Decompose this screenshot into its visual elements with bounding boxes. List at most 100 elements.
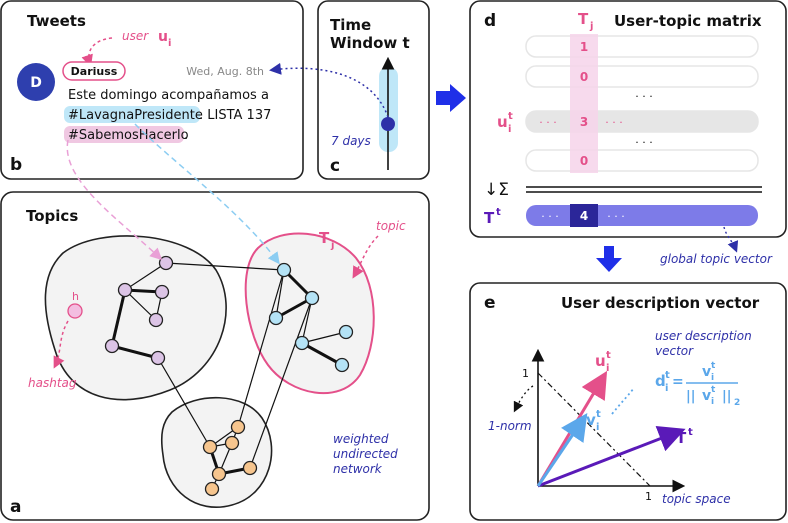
x-tick-1: 1 [645,490,652,503]
node [202,439,218,455]
hashtag2-link-arrow [66,139,163,261]
panel-letter-d: d [484,11,496,31]
row-dots: · · · [607,210,624,223]
network-nodes [67,255,354,497]
panel-user-topic-matrix: d User-topic matrix T j 1 0 3 0 · · · · … [469,0,787,238]
global-topic-cell [570,204,598,227]
hashtag-highlight-1 [64,106,200,123]
time-title-1: Time [330,16,371,34]
node [304,290,320,306]
tweet-hashtag-2: #SabemosHacerlo [68,128,189,143]
matrix-cell: 0 [580,154,588,168]
highlighted-user-row [525,110,759,133]
unit-simplex-line [537,372,651,487]
user-symbol-sub: i [168,38,171,49]
topic-symbol: T [319,229,330,247]
hashtag1-link-arrow [134,123,280,265]
desc-label-1: user description [655,329,752,343]
node [294,335,310,351]
network-label-3: network [333,462,383,476]
vector-u-sup: t [606,350,611,361]
vector-title: User description vector [561,294,760,312]
tweet-date: Wed, Aug. 8th [186,65,264,78]
matrix-cell: 0 [580,70,588,84]
tweet-hashtag-1: #LavagnaPresidente [68,108,203,123]
username: Dariuss [71,65,118,78]
arrow-to-vector [596,246,622,272]
vector-T [537,425,686,488]
tweet-line-1: Este domingo acompañamos a [68,88,269,103]
hashtag-node [67,303,83,319]
description-formula: d t i = v t i || v t i || 2 [655,361,740,408]
username-badge [62,61,126,81]
norm-label: 1-norm [488,419,532,433]
global-topic-row [526,205,758,226]
node [150,350,166,366]
panel-letter-b: b [10,155,22,175]
vector-v-label: v [586,411,596,429]
avatar [17,63,55,101]
arrow-to-matrix [436,84,466,112]
desc-label-2: vector [655,344,694,358]
node [148,312,164,328]
row-dots: · · · [635,90,652,103]
panel-tweets: Tweets b user u i D Dariuss Wed, Aug. 8t… [0,0,304,180]
formula-norm-open: || [686,389,696,404]
sum-symbol: ↓Σ [484,180,509,200]
panel-letter-e: e [484,293,496,313]
hashtag-node-label: h [72,290,79,303]
avatar-letter: D [30,75,42,91]
formula-norm-close: || [722,389,732,404]
node [268,310,284,326]
formula-d-sub: i [665,383,668,394]
y-tick-1: 1 [522,367,529,380]
formula-d-sup: t [665,370,670,381]
row-dots: · · · [605,116,622,129]
vector-v-sup: t [596,409,601,420]
window-label: 7 days [331,134,371,148]
user-symbol: u [158,29,168,45]
total-symbol-sup: t [496,207,501,218]
node [104,338,120,354]
topics-title: Topics [26,207,78,225]
row-dots: · · · [539,116,556,129]
topic-symbol-sub: j [330,240,334,251]
network-label-1: weighted [333,432,389,446]
column-symbol: T [578,10,589,28]
formula-den-sub: i [711,397,714,407]
vector-u-sub: i [606,363,609,374]
panel-topics: Topics a [0,191,430,521]
formula-den-sup: t [711,385,716,395]
node [211,466,227,482]
formula-equals: = [672,374,684,390]
node [204,481,220,497]
node [242,460,258,476]
matrix-cell: 3 [580,115,588,129]
row-symbol-sup: t [508,111,513,122]
vector-v-sub: i [596,422,599,433]
formula-d: d [655,372,666,390]
time-title-2: Window t [330,34,410,52]
node [154,284,170,300]
tweet-end: . [184,128,188,143]
panel-letter-a: a [10,497,21,517]
panel-user-description-vector: e User description vector 1 1 topic spac… [469,282,787,521]
hashtag-highlight-2 [64,126,184,143]
network-label-2: undirected [333,447,398,461]
vector-T-sup: t [688,427,693,438]
hashtag-label: hashtag [28,376,77,390]
row-dots: · · · [541,210,558,223]
formula-num-sup: t [711,361,716,371]
node [230,419,246,435]
formula-den: v [702,388,711,404]
row-symbol: u [497,113,508,131]
vector-u-label: u [595,352,606,370]
total-symbol: T [484,209,495,227]
global-vector-label: global topic vector [660,252,773,266]
node [334,357,350,373]
user-label: user [122,29,149,43]
matrix-cell: 1 [580,40,588,54]
node [158,255,174,271]
date-link-arrow [269,62,389,118]
